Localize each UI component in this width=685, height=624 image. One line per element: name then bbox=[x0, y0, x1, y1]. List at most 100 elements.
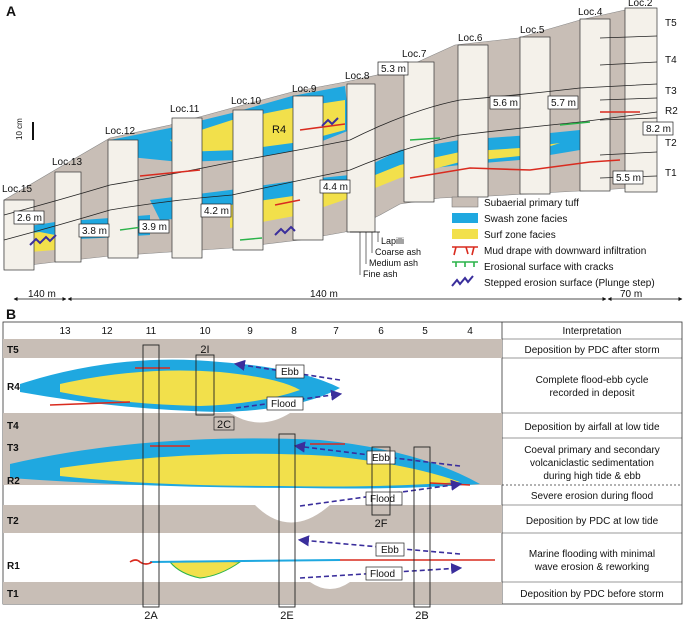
interp-r2-1: Coeval primary and secondary bbox=[524, 445, 660, 456]
ref-label-2i: 2I bbox=[200, 344, 209, 356]
col-number: 12 bbox=[101, 326, 113, 337]
arrow-labels: Ebb Flood Ebb Flood Ebb Flood bbox=[266, 364, 405, 581]
panel-a-label: A bbox=[6, 3, 16, 19]
ref-label-2e: 2E bbox=[280, 610, 293, 622]
loc-label-loc13: Loc.13 bbox=[52, 157, 82, 168]
col-number: 13 bbox=[59, 326, 71, 337]
legend-swatch-swash bbox=[452, 213, 478, 223]
unit-r1: R1 bbox=[7, 561, 20, 572]
legend-label: Subaerial primary tuff bbox=[484, 198, 579, 209]
distance-box: 5.6 m bbox=[489, 95, 521, 110]
interp-separators bbox=[502, 338, 682, 583]
arrow-label-ebb: Ebb bbox=[275, 364, 305, 379]
ref-box-2a bbox=[142, 344, 160, 608]
band-t4 bbox=[3, 413, 502, 438]
r2-surf-lens bbox=[60, 453, 460, 487]
legend: Subaerial primary tuff Swash zone facies… bbox=[451, 196, 655, 289]
loc-label-loc11: Loc.11 bbox=[170, 104, 200, 115]
loc-label-loc2: Loc.2 bbox=[628, 0, 653, 9]
legend-swatch-erosion bbox=[452, 261, 478, 267]
svg-text:Flood: Flood bbox=[370, 569, 395, 580]
ref-box-2f bbox=[371, 446, 391, 516]
interp-t4: Deposition by airfall at low tide bbox=[524, 422, 660, 433]
distance-box: 5.3 m bbox=[377, 61, 409, 76]
loc-label-loc15: Loc.15 bbox=[2, 184, 32, 195]
col-number: 7 bbox=[333, 326, 339, 337]
unit-label-t1: T1 bbox=[665, 168, 677, 179]
arrow-label-flood: Flood bbox=[365, 491, 403, 506]
svg-text:5.7 m: 5.7 m bbox=[551, 98, 576, 109]
col-number: 8 bbox=[291, 326, 297, 337]
legend-label: Stepped erosion surface (Plunge step) bbox=[484, 278, 655, 289]
grain-size-axis: Lapilli Coarse ash Medium ash Fine ash bbox=[350, 231, 421, 279]
distance-box: 5.7 m bbox=[547, 95, 579, 110]
horizontal-scale: 140 m 140 m 70 m bbox=[13, 289, 683, 301]
unit-label-r2: R2 bbox=[665, 106, 678, 117]
r4-surf-lens bbox=[60, 370, 300, 406]
col-number: 5 bbox=[422, 326, 428, 337]
hscale-label: 140 m bbox=[310, 289, 338, 300]
arrow-label-ebb: Ebb bbox=[366, 450, 396, 465]
svg-text:8.2 m: 8.2 m bbox=[646, 124, 671, 135]
grain-lapilli: Lapilli bbox=[381, 236, 404, 246]
ref-box-2i bbox=[195, 354, 215, 416]
col-number: 4 bbox=[467, 326, 473, 337]
svg-text:5.5 m: 5.5 m bbox=[616, 173, 641, 184]
unit-label-t2: T2 bbox=[665, 138, 677, 149]
distance-box: 2.6 m bbox=[13, 210, 45, 225]
ref-label-2a: 2A bbox=[144, 610, 158, 622]
svg-text:Ebb: Ebb bbox=[372, 453, 390, 464]
location-labels: Loc.15 Loc.13 Loc.12 Loc.11 Loc.10 Loc.9… bbox=[2, 0, 653, 195]
scale-bar-label: 10 cm bbox=[15, 118, 24, 140]
svg-text:Ebb: Ebb bbox=[381, 545, 399, 556]
column-loc4 bbox=[579, 18, 611, 192]
ref-box-2c bbox=[213, 416, 235, 431]
unit-t2: T2 bbox=[7, 516, 19, 527]
column-loc13 bbox=[54, 171, 82, 263]
column-loc9 bbox=[292, 95, 324, 241]
loc-label-loc7: Loc.7 bbox=[402, 49, 427, 60]
interpretation-header: Interpretation bbox=[563, 326, 622, 337]
distance-box: 5.5 m bbox=[612, 170, 644, 185]
hscale-label: 140 m bbox=[28, 289, 56, 300]
panel-b: B bbox=[2, 306, 683, 622]
plunge-steps-a bbox=[29, 117, 339, 246]
interp-t1: Deposition by PDC before storm bbox=[520, 589, 663, 600]
arrow-label-ebb: Ebb bbox=[375, 542, 405, 557]
svg-text:3.8 m: 3.8 m bbox=[82, 226, 107, 237]
legend-label: Erosional surface with cracks bbox=[484, 262, 614, 273]
distance-box: 4.2 m bbox=[200, 203, 232, 218]
legend-label: Swash zone facies bbox=[484, 214, 567, 225]
svg-text:2.6 m: 2.6 m bbox=[17, 213, 42, 224]
legend-swatch-plunge bbox=[451, 275, 474, 287]
column-loc11 bbox=[171, 117, 203, 259]
hscale-label: 70 m bbox=[620, 289, 642, 300]
legend-swatch-mud bbox=[452, 246, 478, 256]
unit-label-t3: T3 bbox=[665, 86, 677, 97]
figure-ref-boxes bbox=[142, 344, 431, 608]
panel-a: A bbox=[2, 0, 683, 301]
interp-r2-2: volcaniclastic sedimentation bbox=[530, 458, 654, 469]
loc-label-loc12: Loc.12 bbox=[105, 126, 135, 137]
unit-label-t5: T5 bbox=[665, 18, 677, 29]
unit-t3: T3 bbox=[7, 443, 19, 454]
distance-box: 3.8 m bbox=[78, 223, 110, 238]
column-loc10 bbox=[232, 109, 264, 251]
unit-t1: T1 bbox=[7, 589, 19, 600]
distance-box: 4.4 m bbox=[319, 179, 351, 194]
band-t2 bbox=[3, 505, 502, 533]
column-loc6 bbox=[457, 44, 489, 198]
figure-ref-labels: 2I 2C 2F 2A 2E 2B bbox=[144, 344, 428, 622]
interp-r2-3: during high tide & ebb bbox=[543, 471, 641, 482]
interp-r4-2: recorded in deposit bbox=[549, 388, 634, 399]
band-t5 bbox=[3, 339, 502, 358]
loc-label-loc5: Loc.5 bbox=[520, 25, 545, 36]
unit-labels-right: T5 T4 T3 R2 T2 T1 bbox=[665, 18, 678, 179]
loc-label-loc9: Loc.9 bbox=[292, 84, 317, 95]
svg-text:5.3 m: 5.3 m bbox=[381, 64, 406, 75]
arrow-label-flood: Flood bbox=[365, 566, 403, 581]
distance-box: 3.9 m bbox=[138, 219, 170, 234]
legend-label: Mud drape with downward infiltration bbox=[484, 246, 646, 257]
band-t1 bbox=[3, 582, 502, 604]
